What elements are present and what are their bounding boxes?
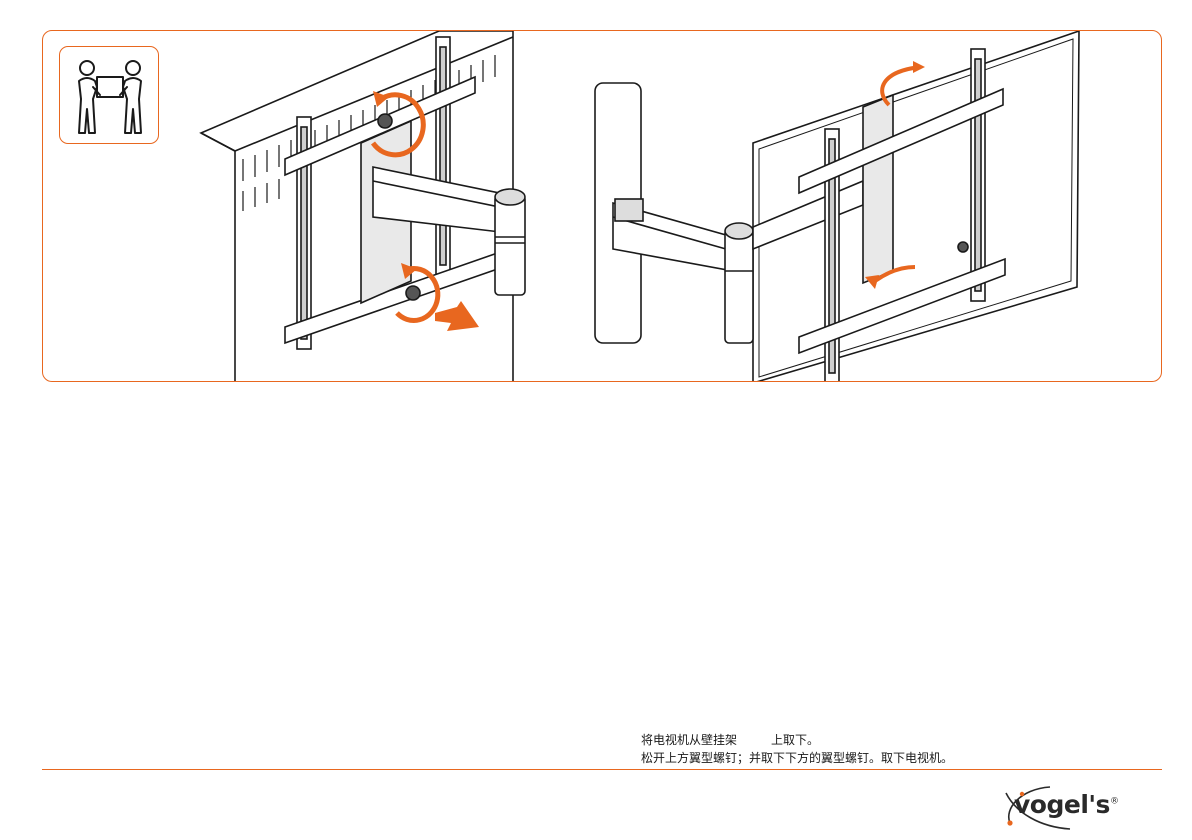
logo-wordmark: vogel's <box>1014 790 1110 819</box>
right-scene <box>595 31 1079 382</box>
instruction-line-2: 松开上方翼型螺钉；并取下下方的翼型螺钉。取下电视机。 <box>641 751 953 765</box>
instruction-line-1-part-2: 上取下。 <box>771 733 819 747</box>
instruction-line-1: 将电视机从壁挂架 上取下。 <box>641 733 819 747</box>
registered-mark: ® <box>1110 797 1119 807</box>
two-person-lift-badge <box>59 46 159 144</box>
vogels-logo: vogel's® <box>1000 783 1136 833</box>
footer-divider <box>42 769 1162 770</box>
instruction-line-1-part-1: 将电视机从壁挂架 <box>641 733 737 747</box>
left-scene <box>201 31 525 382</box>
mounting-illustration <box>43 31 1162 382</box>
logo-text: vogel's® <box>1014 790 1118 819</box>
two-person-icon <box>60 47 158 143</box>
illustration-panel <box>42 30 1162 382</box>
